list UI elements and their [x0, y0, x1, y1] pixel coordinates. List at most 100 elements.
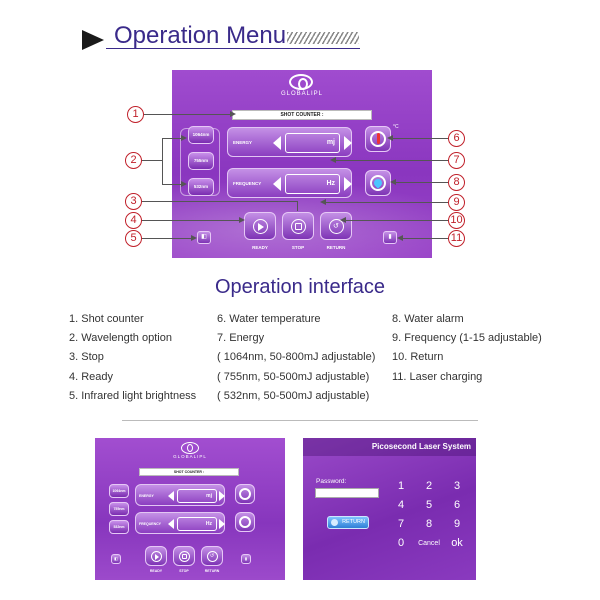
key-ok[interactable]: ok [451, 537, 463, 549]
mini-stop-icon [182, 554, 187, 559]
callout-2-arrow-bottom [162, 181, 187, 187]
section-divider [122, 420, 478, 421]
login-screen: Picosecond Laser System Password: RETURN… [303, 438, 476, 580]
login-title: Picosecond Laser System [303, 438, 476, 456]
mini-frequency-value-field[interactable]: Hz [177, 517, 217, 531]
mini-return-button[interactable]: ↺ [201, 546, 223, 566]
frequency-value-field[interactable]: Hz [285, 174, 340, 194]
frequency-control: FREQUENCY Hz [227, 168, 352, 198]
callout-4-leader [142, 217, 245, 223]
water-temperature-indicator [365, 126, 391, 152]
mini-laser-charging-button[interactable]: ▮ [241, 554, 251, 564]
callout-6: 6 [448, 130, 465, 147]
legend-item: 4. Ready [69, 370, 114, 383]
callout-9: 9 [448, 194, 465, 211]
mini-frequency-control: FREQUENCY Hz [135, 512, 225, 534]
frequency-label: FREQUENCY [233, 181, 262, 186]
mini-water-alarm-indicator [235, 512, 255, 532]
play-icon [258, 223, 264, 231]
mini-wavelength-532-button[interactable]: 532nm [109, 520, 129, 534]
mini-return-ring-icon [207, 551, 218, 562]
key-3[interactable]: 3 [453, 480, 461, 492]
stop-button[interactable] [282, 212, 314, 240]
legend-item: 10. Return [392, 351, 444, 364]
wavelength-532-button[interactable]: 532nm [188, 178, 214, 196]
mini-frequency-decrease-arrow-icon[interactable] [168, 519, 174, 529]
mini-energy-value-field[interactable]: mj [177, 489, 217, 503]
numeric-keypad: 1 2 3 4 5 6 7 8 9 0 Cancel ok [389, 478, 469, 578]
laser-charging-button[interactable]: ▮ [383, 231, 397, 244]
key-8[interactable]: 8 [425, 518, 433, 530]
header-hatch-decoration [287, 32, 359, 44]
energy-decrease-arrow-icon[interactable] [273, 136, 281, 150]
logo-text: GLOBALIPL [280, 91, 324, 97]
mini-energy-label: ENERGY [139, 494, 154, 498]
legend-item: 3. Stop [69, 351, 104, 364]
operation-screen: GLOBALIPL SHOT COUNTER : 1064nm 755nm 53… [172, 70, 432, 258]
key-7[interactable]: 7 [397, 518, 405, 530]
mini-frequency-increase-arrow-icon[interactable] [219, 519, 225, 529]
mini-stop-label: STOP [179, 569, 189, 573]
key-4[interactable]: 4 [397, 499, 405, 511]
callout-8-leader [390, 179, 448, 185]
energy-label: ENERGY [233, 140, 253, 145]
callout-3-drop [297, 201, 298, 211]
stop-icon [295, 223, 302, 230]
mini-wavelength-1064-button[interactable]: 1064nm [109, 484, 129, 498]
password-label: Password: [316, 478, 347, 485]
callout-4: 4 [125, 212, 142, 229]
callout-2-leader [142, 160, 162, 161]
mini-wavelength-755-button[interactable]: 755nm [109, 502, 129, 516]
callout-5-leader [142, 235, 197, 241]
key-cancel[interactable]: Cancel [418, 540, 440, 547]
mini-operation-screen: GLOBALIPL SHOT COUNTER : 1064nm 755nm 53… [95, 438, 285, 580]
callout-11-leader [397, 235, 448, 241]
callout-1-leader [144, 111, 236, 117]
energy-value-field[interactable]: mj [285, 133, 340, 153]
callout-10-leader [340, 217, 448, 223]
temperature-unit: °C [393, 124, 399, 130]
return-button[interactable]: ↺ [320, 212, 352, 240]
key-2[interactable]: 2 [425, 480, 433, 492]
login-return-label: RETURN [342, 519, 365, 525]
callout-7-leader [330, 157, 448, 163]
energy-control: ENERGY mj [227, 127, 352, 157]
mini-energy-increase-arrow-icon[interactable] [219, 491, 225, 501]
mini-return-arrow-icon: ↺ [210, 553, 215, 559]
mini-stop-button[interactable] [173, 546, 195, 566]
mini-frequency-label: FREQUENCY [139, 522, 161, 526]
legend-item: ( 532nm, 50-500mJ adjustable) [217, 389, 370, 402]
wavelength-1064-button[interactable]: 1064nm [188, 126, 214, 144]
mini-infrared-brightness-button[interactable]: ◧ [111, 554, 121, 564]
wavelength-755-button[interactable]: 755nm [188, 152, 214, 170]
section-title: Operation interface [214, 276, 386, 298]
ready-label: READY [252, 245, 268, 250]
login-return-button[interactable]: RETURN [327, 516, 369, 529]
frequency-increase-arrow-icon[interactable] [344, 177, 352, 191]
key-0[interactable]: 0 [397, 537, 405, 549]
key-1[interactable]: 1 [397, 480, 405, 492]
ready-button[interactable] [244, 212, 276, 240]
legend-column-3: 8. Water alarm 9. Frequency (1-15 adjust… [392, 310, 542, 387]
mini-water-temperature-indicator [235, 484, 255, 504]
callout-2: 2 [125, 152, 142, 169]
callout-2-arrow-top [162, 135, 187, 141]
key-5[interactable]: 5 [425, 499, 433, 511]
key-9[interactable]: 9 [453, 518, 461, 530]
key-6[interactable]: 6 [453, 499, 461, 511]
shot-counter-display: SHOT COUNTER : [232, 110, 372, 120]
legend-column-2: 6. Water temperature 7. Energy ( 1064nm,… [217, 310, 375, 406]
mini-thermometer-ring-icon [239, 488, 251, 500]
water-ring-icon [370, 175, 386, 191]
callout-8: 8 [448, 174, 465, 191]
password-input[interactable] [315, 488, 379, 498]
legend-item: 7. Energy [217, 332, 265, 345]
legend-item: 1. Shot counter [69, 313, 144, 325]
energy-increase-arrow-icon[interactable] [344, 136, 352, 150]
infrared-brightness-button[interactable]: ◧ [197, 231, 211, 244]
mini-ready-label: READY [149, 569, 163, 573]
frequency-decrease-arrow-icon[interactable] [273, 177, 281, 191]
mini-energy-control: ENERGY mj [135, 484, 225, 506]
mini-energy-decrease-arrow-icon[interactable] [168, 491, 174, 501]
mini-ready-button[interactable] [145, 546, 167, 566]
